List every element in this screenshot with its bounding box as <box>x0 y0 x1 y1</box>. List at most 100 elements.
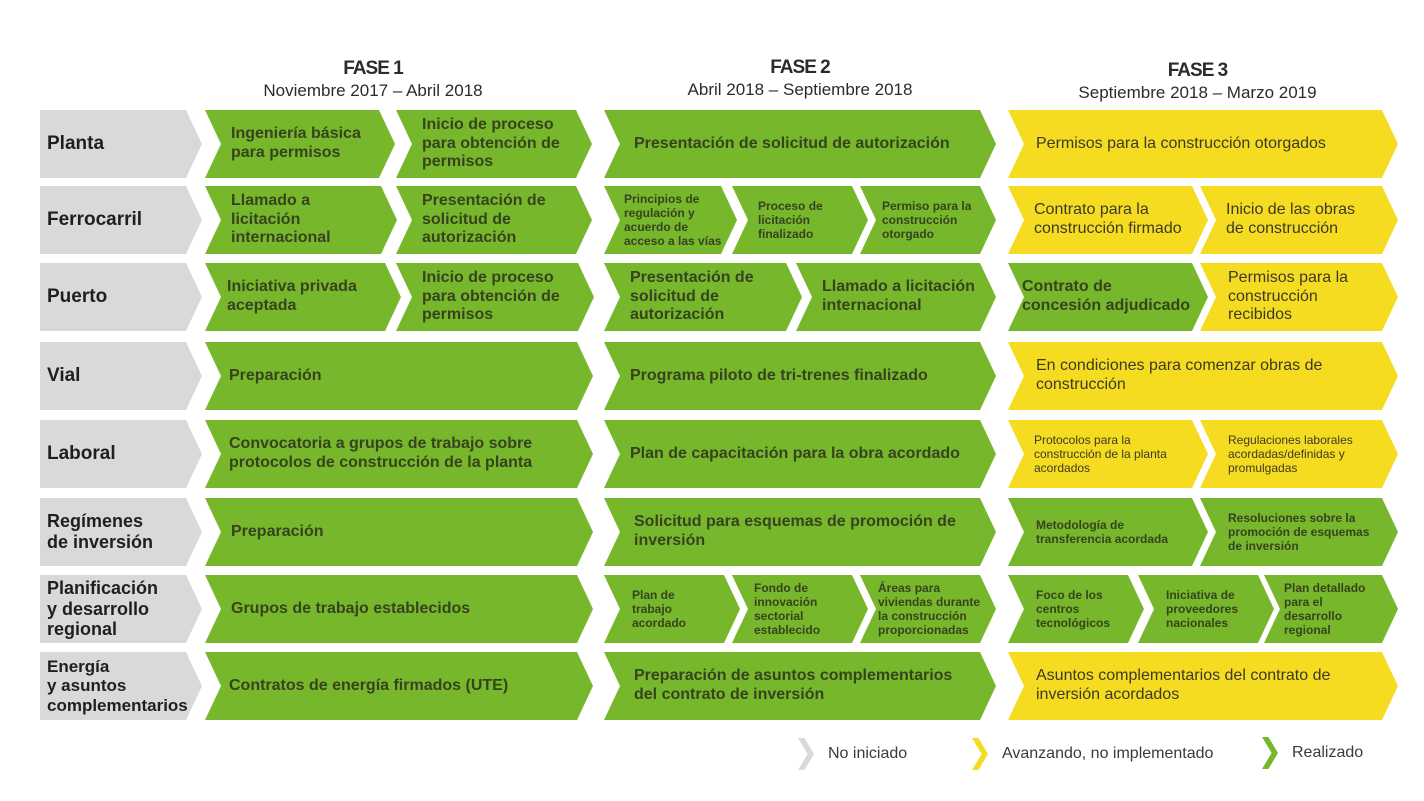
milestone-chevron <box>1200 420 1398 488</box>
milestone-text: Llamado a licitación internacional <box>822 278 975 314</box>
row-label-ferrocarril: Ferrocarril <box>40 186 202 254</box>
row-label-laboral: Laboral <box>40 420 202 488</box>
milestone-vial-3: En condiciones para comenzar obras de co… <box>1008 342 1398 410</box>
milestone-text: En condiciones para comenzar obras de co… <box>1036 357 1323 393</box>
phase-title: FASE 3 <box>1167 60 1228 81</box>
milestone-text: Plan de trabajo acordado <box>632 587 687 631</box>
milestone-text: Contratos de energía firmados (UTE) <box>229 676 509 694</box>
milestone-planificacion-y-desarrollo-regional-1: Grupos de trabajo establecidos <box>205 575 593 643</box>
phase-dates: Noviembre 2017 – Abril 2018 <box>263 81 483 100</box>
milestone-planta-4: Permisos para la construcción otorgados <box>1008 110 1398 178</box>
milestone-chevron <box>604 110 996 178</box>
milestone-text: Programa piloto de tri-trenes finalizado <box>630 366 928 384</box>
milestone-text: Inicio de proceso para obtención de perm… <box>422 268 560 324</box>
milestone-planificacion-y-desarrollo-regional-3: Fondo de innovación sectorial establecid… <box>732 575 868 643</box>
milestone-chevron <box>604 652 996 720</box>
milestone-text: Asuntos complementarios del contrato de … <box>1036 667 1331 703</box>
milestone-chevron <box>1200 498 1398 566</box>
row-label-arrow <box>40 420 202 488</box>
milestone-chevron <box>205 420 593 488</box>
row-label-regimenes-de-inversion: Regímenes de inversión <box>40 498 202 566</box>
row-label-vial: Vial <box>40 342 202 410</box>
milestone-planta-2: Inicio de proceso para obtención de perm… <box>396 110 592 178</box>
milestone-text: Preparación <box>231 522 324 540</box>
milestone-energia-y-asuntos-complementarios-3: Asuntos complementarios del contrato de … <box>1008 652 1398 720</box>
milestone-chevron <box>1200 186 1398 254</box>
milestone-text: Contrato para la construcción firmado <box>1034 201 1182 237</box>
milestone-puerto-3: Presentación de solicitud de autorizació… <box>604 263 802 331</box>
milestone-planificacion-y-desarrollo-regional-6: Iniciativa de proveedores nacionales <box>1138 575 1274 643</box>
phase-header-2: FASE 2 Abril 2018 – Septiembre 2018 <box>640 57 960 101</box>
row-label-arrow <box>40 263 202 331</box>
row-label-text: Puerto <box>47 286 108 308</box>
milestone-chevron <box>1264 575 1398 643</box>
milestone-chevron <box>1008 498 1208 566</box>
milestone-text: Plan de capacitación para la obra acorda… <box>630 444 960 462</box>
legend-chevron-icon <box>798 738 814 770</box>
legend-label: Realizado <box>1292 744 1364 761</box>
milestone-regimenes-de-inversion-3: Metodología de transferencia acordada <box>1008 498 1208 566</box>
milestone-ferrocarril-7: Inicio de las obras de construcción <box>1200 186 1398 254</box>
row-label-energia-y-asuntos-complementarios: Energía y asuntos complementarios <box>40 652 202 720</box>
milestone-text: Permisos para la construcción otorgados <box>1036 134 1326 152</box>
milestone-ferrocarril-4: Proceso de licitación finalizado <box>732 186 868 254</box>
row-label-planificacion-y-desarrollo-regional: Planificación y desarrollo regional <box>40 575 202 643</box>
row-label-text: Planta <box>47 133 105 155</box>
milestone-chevron <box>205 263 401 331</box>
phase-title: FASE 1 <box>343 58 403 79</box>
milestone-planificacion-y-desarrollo-regional-4: Áreas para viviendas durante la construc… <box>860 575 996 643</box>
phase-title: FASE 2 <box>770 57 830 78</box>
milestone-chevron <box>1008 652 1398 720</box>
milestone-text: Fondo de innovación sectorial establecid… <box>754 580 821 638</box>
milestone-energia-y-asuntos-complementarios-2: Preparación de asuntos complementarios d… <box>604 652 996 720</box>
milestone-text: Solicitud para esquemas de promoción de … <box>634 513 956 549</box>
milestone-text: Regulaciones laborales acordadas/definid… <box>1228 432 1353 476</box>
milestone-chevron <box>205 110 395 178</box>
row-label-arrow <box>40 186 202 254</box>
row-label-arrow <box>40 110 202 178</box>
milestone-text: Presentación de solicitud de autorizació… <box>630 268 754 324</box>
milestone-text: Permisos para la construcción recibidos <box>1228 268 1349 324</box>
milestone-chevron <box>1008 575 1144 643</box>
milestone-ferrocarril-2: Presentación de solicitud de autorizació… <box>396 186 592 254</box>
milestone-text: Resoluciones sobre la promoción de esque… <box>1228 510 1370 554</box>
milestone-text: Plan detallado para el desarrollo region… <box>1284 580 1366 638</box>
row-label-text: Energía y asuntos complementarios <box>47 656 188 715</box>
milestone-chevron <box>205 652 593 720</box>
phase-dates: Abril 2018 – Septiembre 2018 <box>687 80 913 99</box>
milestone-chevron <box>1138 575 1274 643</box>
row-label-arrow <box>40 342 202 410</box>
milestone-planificacion-y-desarrollo-regional-7: Plan detallado para el desarrollo region… <box>1264 575 1398 643</box>
phase-header-3: FASE 3 Septiembre 2018 – Marzo 2019 <box>1055 60 1340 104</box>
milestone-chevron <box>604 575 740 643</box>
milestone-chevron <box>205 498 593 566</box>
row-label-text: Regímenes de inversión <box>47 511 154 552</box>
row-label-arrow <box>40 652 202 720</box>
milestone-chevron <box>604 498 996 566</box>
milestone-planta-1: Ingeniería básica para permisos <box>205 110 395 178</box>
row-label-text: Vial <box>47 365 81 387</box>
milestone-chevron <box>860 186 996 254</box>
milestone-planificacion-y-desarrollo-regional-2: Plan de trabajo acordado <box>604 575 740 643</box>
milestone-chevron <box>604 186 737 254</box>
milestone-planificacion-y-desarrollo-regional-5: Foco de los centros tecnológicos <box>1008 575 1144 643</box>
milestone-puerto-5: Contrato de concesión adjudicado <box>1008 263 1208 331</box>
milestone-regimenes-de-inversion-2: Solicitud para esquemas de promoción de … <box>604 498 996 566</box>
milestone-text: Presentación de solicitud de autorizació… <box>634 134 950 152</box>
milestone-puerto-2: Inicio de proceso para obtención de perm… <box>396 263 594 331</box>
milestone-chevron <box>604 420 996 488</box>
phase-dates: Septiembre 2018 – Marzo 2019 <box>1078 83 1317 102</box>
milestone-chevron <box>396 186 592 254</box>
milestone-text: Contrato de concesión adjudicado <box>1022 278 1191 314</box>
milestone-laboral-4: Regulaciones laborales acordadas/definid… <box>1200 420 1398 488</box>
milestone-text: Permiso para la construcción otorgado <box>882 198 972 242</box>
milestone-chevron <box>396 110 592 178</box>
milestone-text: Iniciativa de proveedores nacionales <box>1166 587 1239 631</box>
milestone-vial-2: Programa piloto de tri-trenes finalizado <box>604 342 996 410</box>
milestone-chevron <box>205 342 593 410</box>
milestone-text: Principios de regulación y acuerdo de ac… <box>624 191 722 249</box>
milestone-ferrocarril-1: Llamado a licitación internacional <box>205 186 397 254</box>
milestone-text: Proceso de licitación finalizado <box>758 198 823 242</box>
milestone-text: Preparación de asuntos complementarios d… <box>634 667 953 703</box>
